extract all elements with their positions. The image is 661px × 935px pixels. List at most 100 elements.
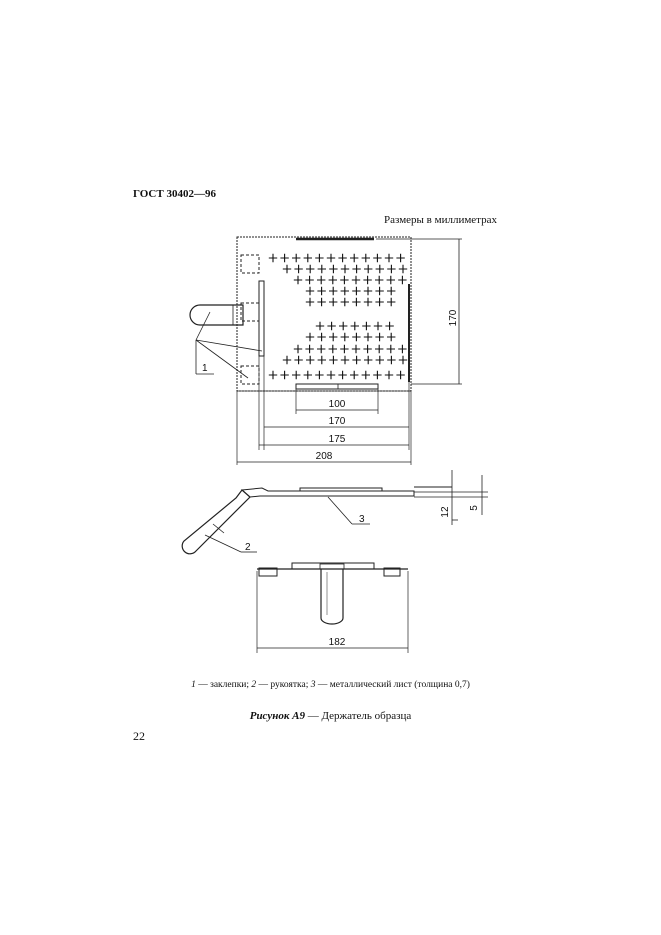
cross-mark: [317, 286, 326, 296]
dimension-170-bottom: 170: [329, 416, 346, 427]
cross-mark: [373, 321, 383, 331]
legend-text-2: — рукоятка;: [256, 680, 311, 690]
cross-mark: [375, 264, 384, 274]
cross-mark: [280, 370, 289, 380]
cross-mark: [339, 321, 348, 331]
cross-mark: [306, 355, 315, 365]
front-view: 182: [256, 562, 409, 653]
cross-mark: [384, 253, 394, 263]
cross-mark: [350, 370, 359, 380]
cross-mark: [375, 297, 384, 307]
perforation-crosses: [268, 253, 408, 380]
cross-mark: [329, 332, 338, 342]
cross-mark: [364, 264, 373, 274]
cross-mark: [362, 321, 371, 331]
cross-mark: [363, 275, 372, 285]
cross-mark: [292, 370, 301, 380]
cross-mark: [375, 275, 384, 285]
handle-front-view: [320, 569, 344, 625]
cross-mark: [375, 332, 384, 342]
cross-mark: [387, 286, 396, 296]
left-side-strip: [258, 280, 265, 357]
document-header: ГОСТ 30402—96: [133, 188, 216, 200]
cross-mark: [398, 264, 408, 274]
dimension-100: 100: [329, 399, 346, 410]
cross-mark: [293, 275, 303, 285]
cross-mark: [352, 286, 361, 296]
cross-mark: [340, 332, 349, 342]
cross-mark: [375, 344, 384, 354]
cross-mark: [326, 370, 336, 380]
cross-mark: [375, 286, 384, 296]
cross-mark: [317, 264, 326, 274]
cross-mark: [327, 321, 336, 331]
cross-mark: [340, 286, 349, 296]
side-plate: [240, 487, 415, 498]
units-note: Размеры в миллиметрах: [384, 214, 497, 226]
cross-mark: [329, 286, 338, 296]
cross-mark: [317, 297, 326, 307]
cross-mark: [292, 253, 301, 263]
cross-mark: [363, 344, 372, 354]
cross-mark: [398, 355, 408, 365]
cross-mark: [340, 264, 350, 274]
callout-3: 3: [359, 514, 365, 525]
cross-mark: [293, 344, 303, 354]
top-view: 1 100 170 175 208 170: [189, 236, 462, 465]
figure-legend: 1 — заклепки; 2 — рукоятка; 3 — металлич…: [0, 680, 661, 690]
cross-mark: [363, 286, 373, 296]
cross-mark: [375, 355, 384, 365]
cross-mark: [398, 344, 407, 354]
cross-mark: [338, 370, 347, 380]
cross-mark: [340, 355, 350, 365]
legend-number-2: 2: [251, 680, 257, 690]
page-number: 22: [133, 729, 145, 743]
cross-mark: [328, 344, 337, 354]
legend-number-1: 1: [191, 680, 196, 690]
cross-mark: [329, 355, 338, 365]
dimension-170-side: 170: [448, 309, 459, 326]
cross-mark: [317, 344, 326, 354]
cross-mark: [387, 332, 396, 342]
cross-mark: [361, 253, 370, 263]
cross-mark: [384, 370, 394, 380]
cross-mark: [268, 370, 278, 380]
cross-mark: [282, 264, 292, 274]
cross-mark: [387, 355, 396, 365]
cross-mark: [373, 253, 382, 263]
legend-text-1: — заклепки;: [195, 680, 252, 690]
cross-mark: [305, 332, 315, 342]
callout-1: 1: [202, 363, 208, 374]
cross-mark: [363, 332, 373, 342]
cross-mark: [350, 253, 359, 263]
callout-2: 2: [245, 542, 251, 553]
dimension-182: 182: [329, 637, 346, 648]
cross-mark: [352, 355, 361, 365]
cross-mark: [340, 297, 349, 307]
cross-mark: [294, 264, 303, 274]
handle-side-view: [181, 489, 251, 555]
cross-mark: [317, 332, 326, 342]
side-view: 2 3 12 5: [181, 470, 488, 555]
cross-mark: [363, 297, 373, 307]
cross-mark: [350, 321, 359, 331]
legend-text-3: — металлический лист (толщина 0,7): [315, 680, 470, 690]
cross-mark: [305, 297, 315, 307]
cross-mark: [340, 275, 349, 285]
caption-text: — Держатель образца: [305, 710, 412, 722]
cross-mark: [338, 253, 347, 263]
cross-mark: [305, 286, 315, 296]
dimension-5: 5: [469, 505, 480, 511]
plate-outline: [236, 236, 412, 392]
bottom-strip: [295, 383, 379, 390]
figure-caption: Рисунок А9 — Держатель образца: [0, 710, 661, 722]
cross-mark: [268, 253, 278, 263]
cross-mark: [340, 344, 349, 354]
cross-mark: [282, 355, 292, 365]
cross-mark: [328, 275, 337, 285]
rivet-middle: [240, 302, 260, 322]
rivet-top: [240, 254, 260, 274]
cross-mark: [315, 321, 325, 331]
cross-mark: [280, 253, 289, 263]
